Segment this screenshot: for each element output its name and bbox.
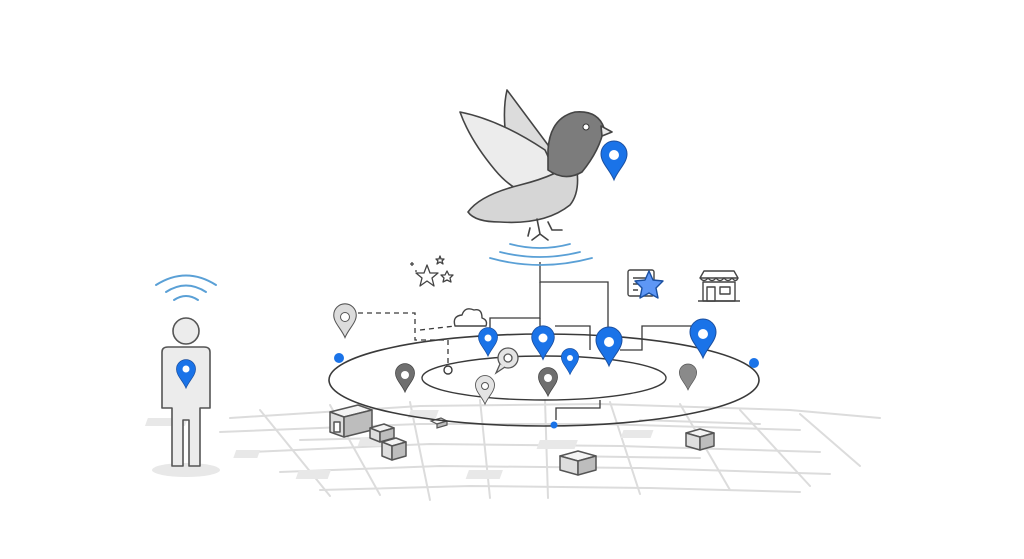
pin-center <box>182 365 190 373</box>
map-pin-icon <box>531 325 555 361</box>
blue-pins <box>478 318 717 375</box>
building-icon <box>381 437 407 461</box>
wifi-icon <box>155 274 217 301</box>
map-pin-icon <box>600 140 628 181</box>
chat-pin-icon <box>494 347 519 375</box>
review-star-icon <box>627 269 664 299</box>
orbit-node <box>749 358 759 368</box>
cloud-icon <box>453 308 488 327</box>
map-pin-icon <box>678 363 698 391</box>
building-icon <box>685 428 715 451</box>
city-map <box>219 399 881 501</box>
person-icon <box>161 317 211 467</box>
orbit-node <box>443 365 453 375</box>
map-blocks <box>144 410 654 479</box>
map-pin-icon <box>478 327 498 357</box>
pin-center <box>609 150 619 160</box>
stars-icon <box>410 255 454 287</box>
dashed-connectors <box>358 312 456 366</box>
gray-pins <box>333 303 698 405</box>
map-pin-icon <box>560 348 580 375</box>
orbit-node <box>550 421 558 429</box>
orbit-node <box>334 353 344 363</box>
storefront-icon <box>698 270 740 302</box>
building-icon <box>559 450 597 476</box>
connector-lines <box>489 262 700 420</box>
building-icon <box>329 404 373 438</box>
signal-waves <box>489 243 593 266</box>
person-shadow <box>152 463 220 477</box>
pigeon-icon <box>459 89 613 241</box>
